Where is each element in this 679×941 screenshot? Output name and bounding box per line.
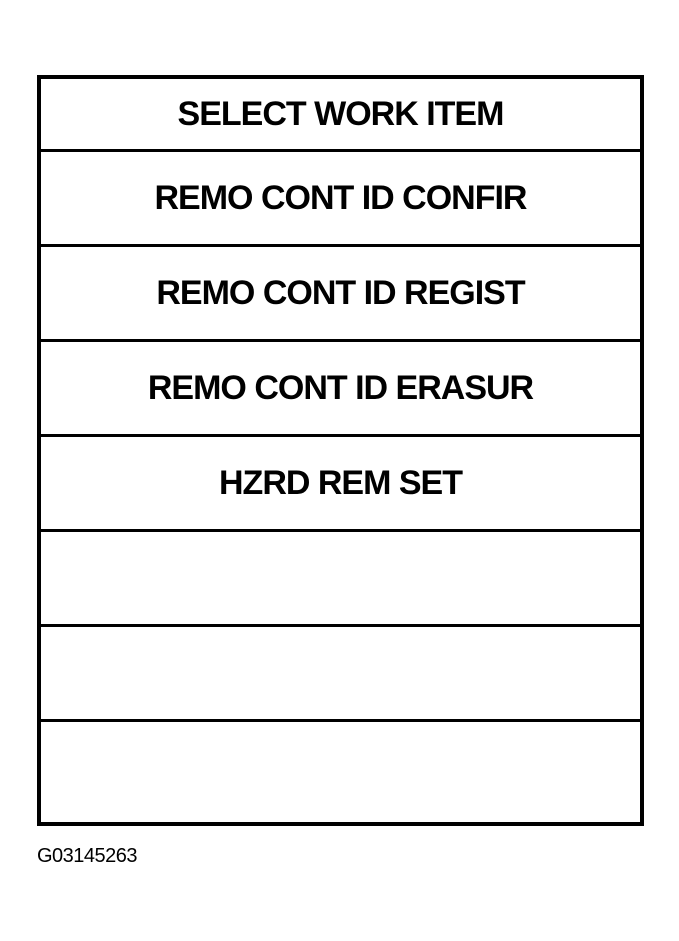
work-item-menu: SELECT WORK ITEM REMO CONT ID CONFIR REM… [37,75,644,826]
figure-id: G03145263 [37,845,138,867]
menu-item-empty [41,532,640,627]
menu-item-remo-cont-id-confir[interactable]: REMO CONT ID CONFIR [41,152,640,247]
menu-item-hzrd-rem-set[interactable]: HZRD REM SET [41,437,640,532]
menu-item-empty [41,627,640,722]
menu-item-empty [41,722,640,822]
menu-title: SELECT WORK ITEM [41,79,640,152]
menu-item-remo-cont-id-regist[interactable]: REMO CONT ID REGIST [41,247,640,342]
menu-item-remo-cont-id-erasur[interactable]: REMO CONT ID ERASUR [41,342,640,437]
